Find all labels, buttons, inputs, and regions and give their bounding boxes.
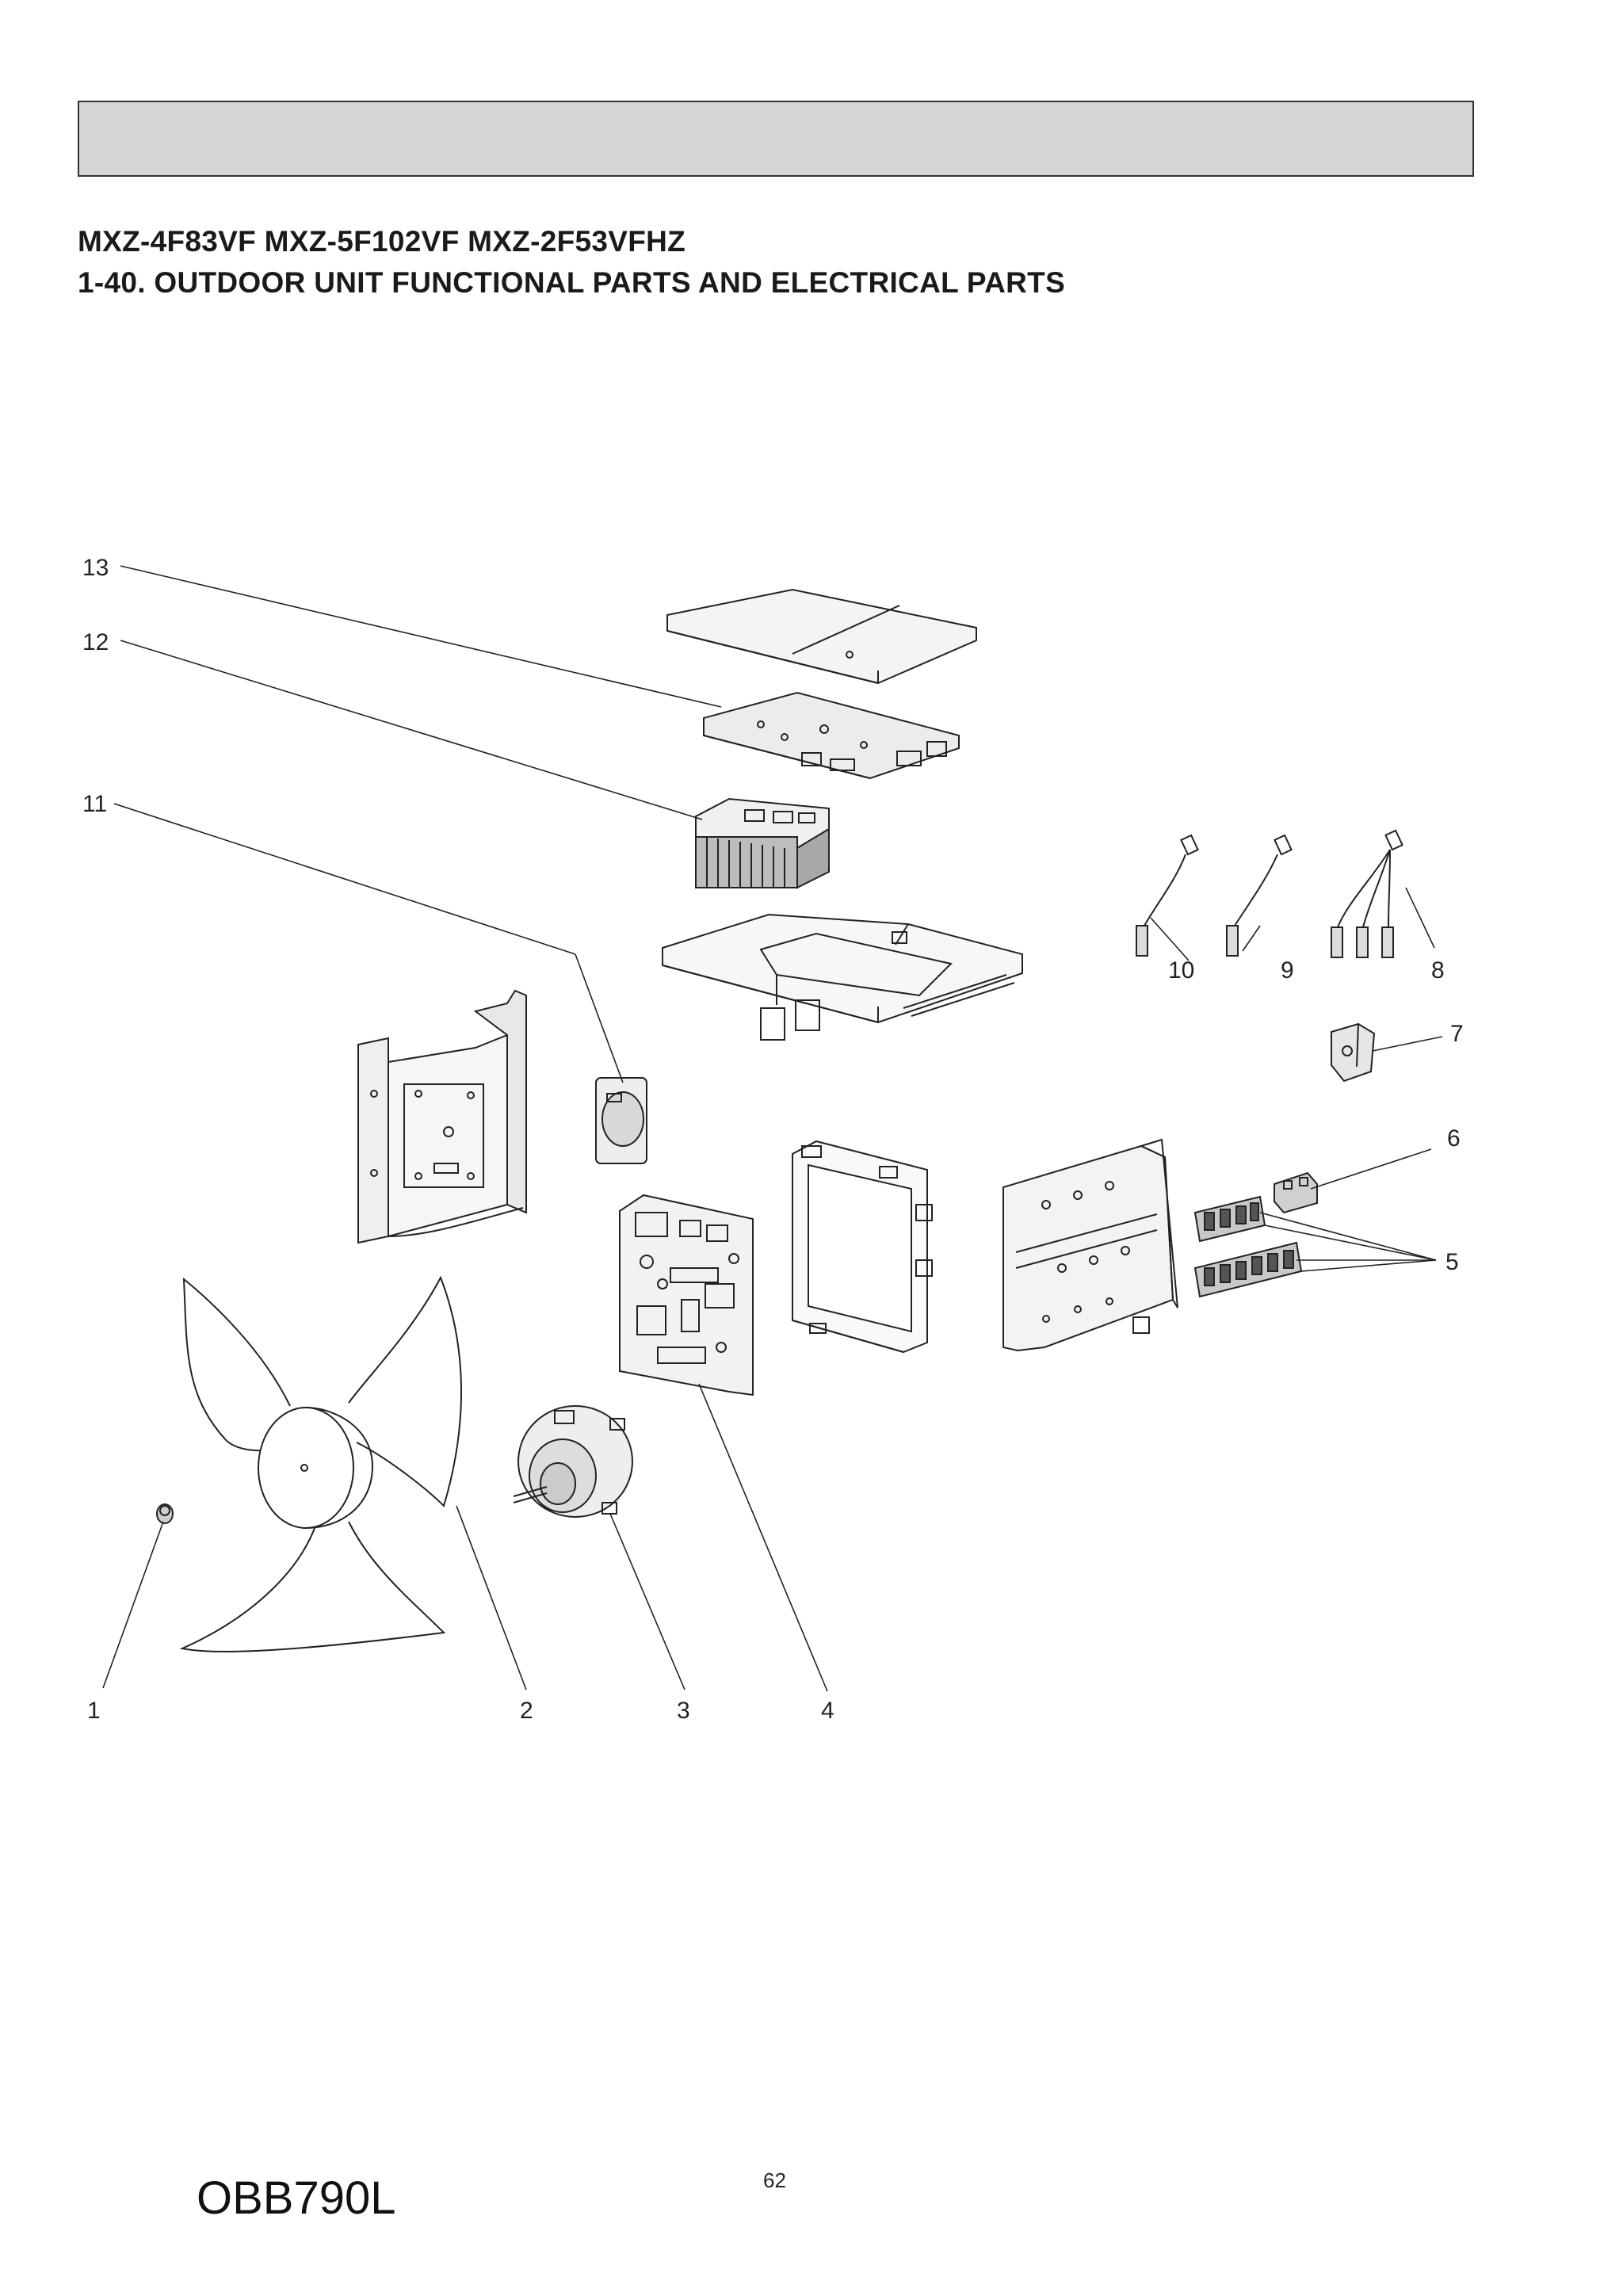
callout-8: 8 (1431, 957, 1445, 984)
part-thermistor-10 (1136, 834, 1199, 957)
part-heat-sink (695, 797, 830, 889)
callout-10: 10 (1168, 957, 1194, 984)
part-pcb-holder (792, 1140, 933, 1354)
part-reactor (1331, 1022, 1376, 1083)
callout-5: 5 (1445, 1249, 1459, 1275)
part-thermistor-8 (1331, 829, 1403, 958)
callout-4: 4 (821, 1698, 834, 1724)
part-electrical-box (662, 913, 1023, 1041)
part-thermistor-9 (1226, 834, 1293, 957)
part-terminal-block-5b (1193, 1241, 1303, 1298)
callout-11: 11 (82, 791, 107, 817)
part-capacitor-module (595, 1077, 647, 1164)
part-electrical-panel (1002, 1138, 1178, 1352)
part-control-pcb (703, 691, 960, 780)
callout-2: 2 (520, 1698, 533, 1724)
part-terminal-block-5a (1193, 1195, 1266, 1243)
part-main-pcb (619, 1194, 754, 1396)
part-terminal-block-6 (1274, 1171, 1318, 1214)
model-list: MXZ-4F83VF MXZ-5F102VF MXZ-2F53VFHZ (78, 225, 686, 258)
callout-numbers: 1 2 3 4 5 6 7 8 9 10 11 12 13 (82, 555, 1464, 1724)
part-top-cover (666, 588, 977, 685)
callout-6: 6 (1447, 1125, 1461, 1152)
callout-1: 1 (87, 1698, 101, 1724)
document-code: OBB790L (197, 2172, 396, 2224)
part-propeller-fan (179, 1275, 462, 1652)
callout-12: 12 (82, 629, 109, 655)
callout-13: 13 (82, 555, 109, 581)
callout-3: 3 (677, 1698, 690, 1724)
part-nut (156, 1503, 174, 1524)
part-fan-motor (513, 1405, 633, 1518)
page-number: 62 (763, 2168, 786, 2192)
callout-9: 9 (1281, 957, 1294, 984)
part-mounting-bracket (357, 989, 527, 1244)
callout-7: 7 (1450, 1021, 1464, 1047)
leader-lines (102, 565, 1443, 1692)
section-title: 1-40. OUTDOOR UNIT FUNCTIONAL PARTS AND … (78, 266, 1066, 299)
header-band (78, 101, 1474, 177)
